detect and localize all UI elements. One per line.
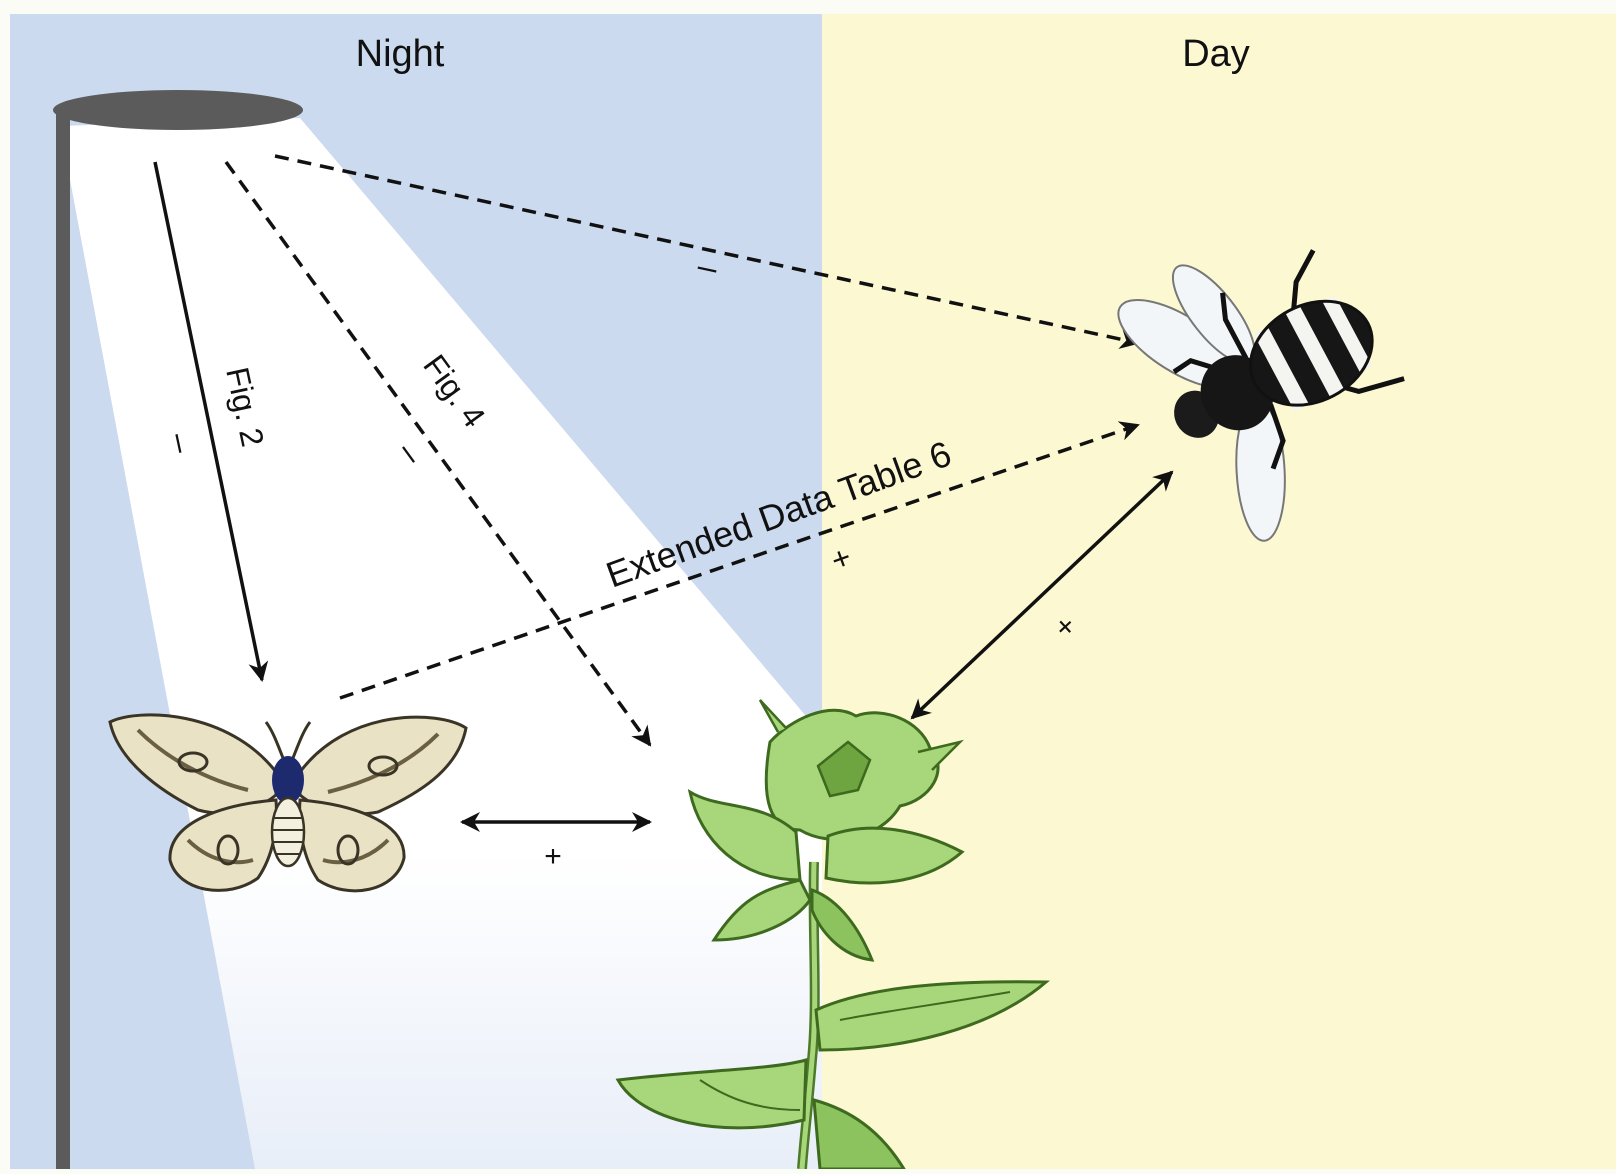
moth-plant-sign: + <box>544 840 562 873</box>
night-label: Night <box>356 33 445 75</box>
day-label: Day <box>1182 33 1250 75</box>
